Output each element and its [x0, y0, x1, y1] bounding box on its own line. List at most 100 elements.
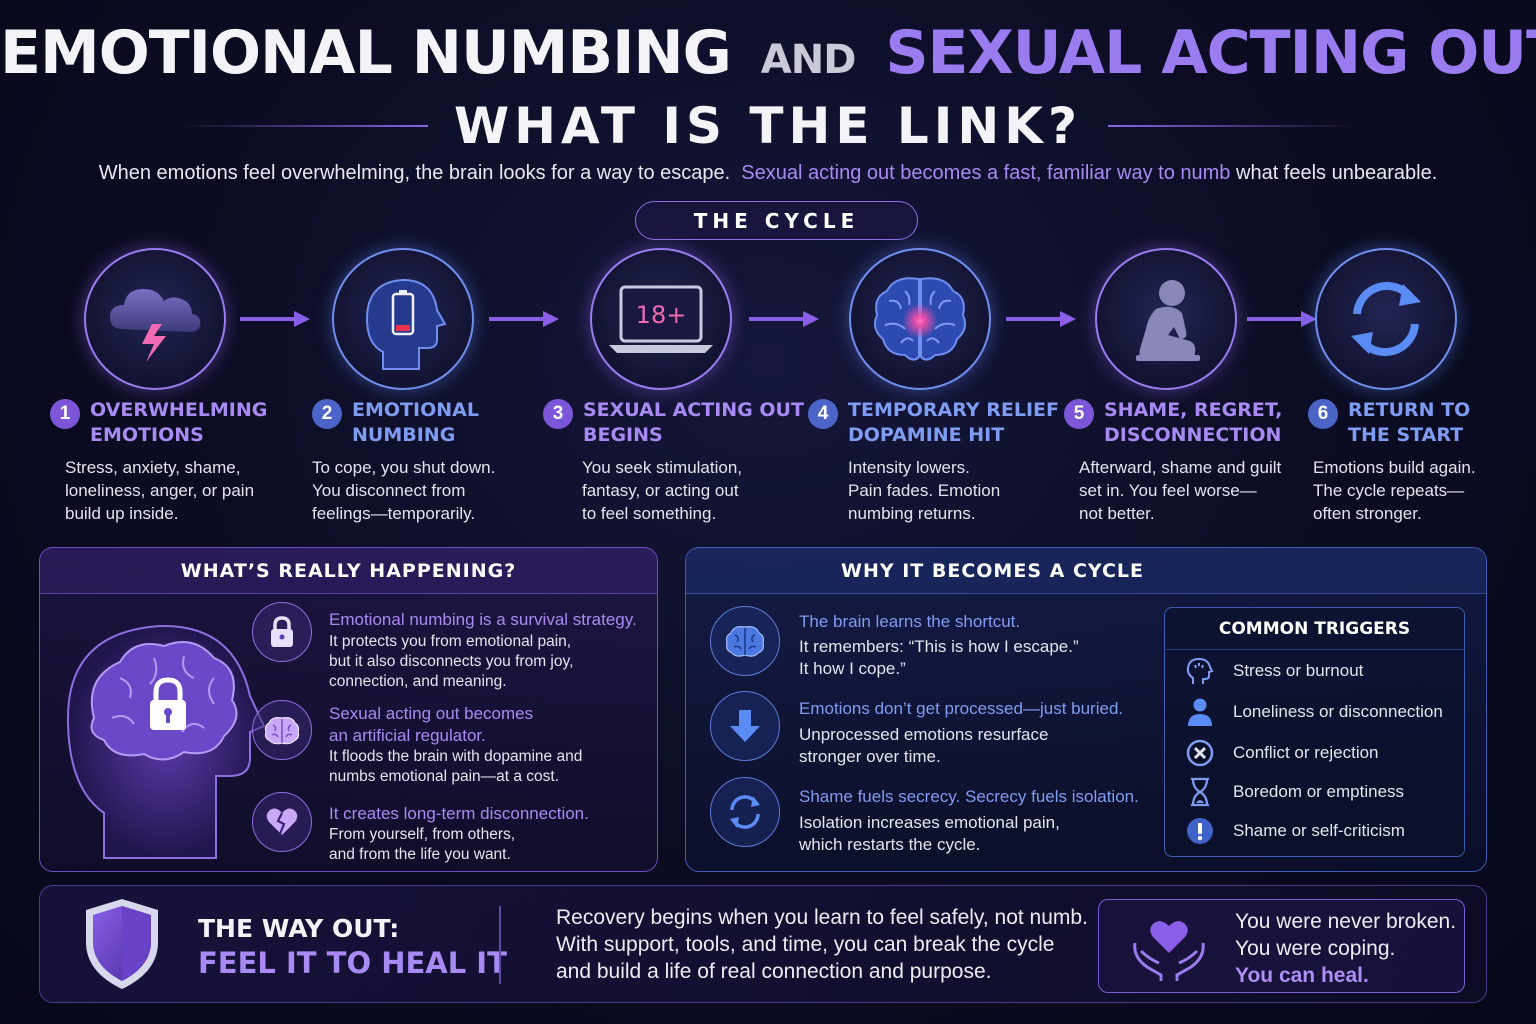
lock-icon [252, 602, 312, 662]
page-title: EMOTIONAL NUMBING AND SEXUAL ACTING OUT: [0, 18, 1536, 88]
trigger-label-5: Shame or self-criticism [1233, 821, 1405, 840]
cycle-arrow-3 [749, 311, 819, 327]
trigger-label-3: Conflict or rejection [1233, 743, 1379, 762]
cycle-arrow-4 [1006, 311, 1076, 327]
common-triggers-box: COMMON TRIGGERS Stress or burnout Loneli… [1164, 607, 1465, 857]
down-arrow-icon [710, 691, 780, 761]
step-1-desc: Stress, anxiety, shame, loneliness, ange… [65, 458, 255, 523]
why-item-1-desc: It remembers: “This is how I escape.” It… [799, 637, 1079, 678]
step-5-circle [1095, 248, 1237, 390]
title-part-2: SEXUAL ACTING OUT: [885, 18, 1536, 88]
heart-in-hands-icon [1133, 921, 1205, 981]
step-1-circle [84, 248, 226, 390]
head-with-locked-brain-icon [66, 624, 266, 859]
title-part-1: EMOTIONAL NUMBING [0, 18, 732, 88]
trigger-item-loneliness: Loneliness or disconnection [1183, 697, 1443, 727]
whats-happening-panel: WHAT’S REALLY HAPPENING? Emotional numbi… [39, 547, 658, 872]
trigger-label-1: Stress or burnout [1233, 661, 1364, 680]
trigger-item-stress: Stress or burnout [1183, 656, 1363, 686]
heal-message: You were never broken. You were coping. … [1235, 908, 1456, 989]
subtitle-line-left [178, 125, 429, 127]
cycle-arrow-5 [1247, 311, 1317, 327]
step-5-number: 5 [1064, 399, 1094, 429]
step-6-desc: Emotions build again. The cycle repeats—… [1313, 458, 1476, 523]
cycle-arrows-icon [1351, 281, 1421, 357]
step-4-number: 4 [808, 399, 838, 429]
heal-line-3: You can heal. [1235, 964, 1369, 987]
step-3-circle: 18+ [590, 248, 732, 390]
subtitle-row: WHAT IS THE LINK? [0, 96, 1536, 156]
cycle-arrow-2 [489, 311, 559, 327]
laptop-screen-label: 18+ [636, 301, 687, 329]
cycle-label: THE CYCLE [635, 201, 918, 240]
whats-happening-heading: WHAT’S REALLY HAPPENING? [40, 548, 657, 594]
step-1-number: 1 [50, 399, 80, 429]
step-5-title: SHAME, REGRET,DISCONNECTION [1104, 399, 1283, 446]
low-battery-head-icon [365, 278, 447, 370]
trigger-item-boredom: Boredom or emptiness [1183, 777, 1404, 807]
trigger-item-shame: Shame or self-criticism [1183, 816, 1405, 846]
step-6-number: 6 [1308, 399, 1338, 429]
laptop-18plus-icon: 18+ [609, 285, 713, 353]
stressed-head-icon [1183, 656, 1217, 686]
heal-message-box: You were never broken. You were coping. … [1098, 899, 1465, 993]
trigger-label-2: Loneliness or disconnection [1233, 702, 1443, 721]
subtitle-line-right [1107, 125, 1358, 127]
broken-heart-icon [252, 792, 312, 852]
person-icon [1183, 697, 1217, 727]
shield-icon [86, 899, 158, 989]
heal-line-1: You were never broken. [1235, 910, 1457, 933]
common-triggers-heading: COMMON TRIGGERS [1165, 608, 1464, 650]
why-item-3-desc: Isolation increases emotional pain, whic… [799, 813, 1060, 854]
why-item-1-title: The brain learns the shortcut. [799, 612, 1021, 631]
happening-item-2-title: Sexual acting out becomes an artificial … [329, 704, 534, 745]
recovery-text: Recovery begins when you learn to feel s… [556, 906, 1088, 983]
x-circle-icon [1183, 738, 1217, 768]
step-2-desc: To cope, you shut down. You disconnect f… [312, 458, 496, 523]
storm-cloud-icon [110, 289, 201, 362]
trigger-item-conflict: Conflict or rejection [1183, 738, 1379, 768]
step-4-heading: 4 TEMPORARY RELIEF /DOPAMINE HIT [808, 398, 1073, 448]
happening-item-1-title: Emotional numbing is a survival strategy… [329, 610, 637, 629]
sitting-person-icon [1136, 280, 1200, 361]
intro-highlight: Sexual acting out becomes a fast, famili… [741, 162, 1231, 184]
why-cycle-heading: WHY IT BECOMES A CYCLE [686, 548, 1486, 594]
heal-line-2: You were coping. [1235, 937, 1396, 960]
step-4-title: TEMPORARY RELIEF /DOPAMINE HIT [848, 399, 1073, 446]
hourglass-icon [1183, 777, 1217, 807]
happening-item-3-title: It creates long-term disconnection. [329, 804, 589, 823]
way-out-subtitle: FEEL IT TO HEAL IT [198, 946, 507, 980]
intro-text: When emotions feel overwhelming, the bra… [0, 162, 1536, 185]
brain-icon [710, 606, 780, 676]
title-and: AND [760, 37, 857, 83]
intro-plain-1: When emotions feel overwhelming, the bra… [98, 162, 731, 184]
step-6-circle [1315, 248, 1457, 390]
trigger-label-4: Boredom or emptiness [1233, 782, 1405, 801]
cycle-arrow-1 [240, 311, 310, 327]
cycle-arrows-icon [710, 777, 780, 847]
brain-icon [252, 700, 312, 760]
exclamation-icon [1183, 816, 1217, 846]
step-2-circle [332, 248, 474, 390]
banner-divider [499, 906, 501, 984]
step-4-circle [849, 248, 991, 390]
way-out-banner: THE WAY OUT: FEEL IT TO HEAL IT Recovery… [39, 885, 1487, 1003]
happening-item-2-desc: It floods the brain with dopamine and nu… [329, 748, 583, 785]
why-item-2-desc: Unprocessed emotions resurface stronger … [799, 725, 1049, 766]
step-5-heading: 5 SHAME, REGRET,DISCONNECTION [1064, 398, 1282, 448]
page-subtitle: WHAT IS THE LINK? [454, 97, 1082, 155]
step-3-number: 3 [543, 399, 573, 429]
step-3-desc: You seek stimulation, fantasy, or acting… [582, 458, 743, 523]
step-5-desc: Afterward, shame and guilt set in. You f… [1079, 458, 1282, 523]
glowing-brain-icon [874, 277, 966, 361]
happening-item-1-desc: It protects you from emotional pain, but… [329, 633, 574, 690]
happening-item-3-desc: From yourself, from others, and from the… [329, 826, 516, 863]
intro-plain-2: what feels unbearable. [1236, 162, 1438, 184]
